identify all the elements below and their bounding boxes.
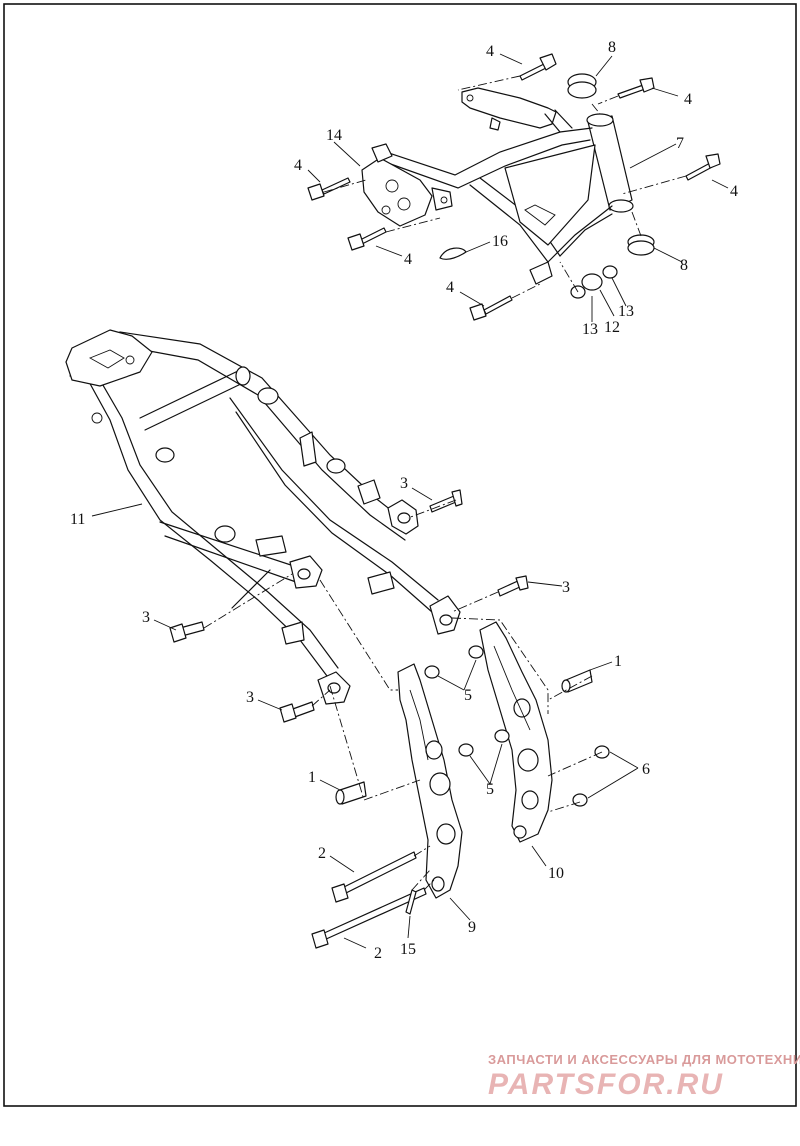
callout-4-bottom: 4 — [446, 279, 454, 296]
callout-4-left: 4 — [294, 157, 302, 174]
callout-12: 12 — [604, 319, 620, 336]
callout-5-upper: 5 — [464, 687, 472, 704]
callout-2-lower: 2 — [374, 945, 382, 962]
callout-8-bottom: 8 — [680, 257, 688, 274]
callout-7: 7 — [676, 135, 684, 152]
rear-subframe — [65, 329, 461, 705]
long-bolts — [311, 851, 427, 949]
right-frame-plate — [479, 621, 553, 843]
callout-2-upper: 2 — [318, 845, 326, 862]
callout-3-upper: 3 — [400, 475, 408, 492]
watermark-logo: PARTSFOR.RU — [488, 1068, 724, 1101]
callout-3-lower: 3 — [246, 689, 254, 706]
callout-4-mid: 4 — [404, 251, 412, 268]
callout-15: 15 — [400, 941, 416, 958]
callout-3-left: 3 — [142, 609, 150, 626]
callout-13-left: 13 — [582, 321, 598, 338]
diagram-border — [3, 3, 797, 1107]
nuts-and-bushes — [335, 645, 610, 807]
callout-13-right: 13 — [618, 303, 634, 320]
bolts-3 — [169, 489, 529, 723]
callout-4-top: 4 — [486, 43, 494, 60]
callout-10: 10 — [548, 865, 564, 882]
callout-8-top: 8 — [608, 39, 616, 56]
front-frame-section — [361, 87, 634, 285]
callout-3-right: 3 — [562, 579, 570, 596]
callout-11: 11 — [70, 511, 85, 528]
callout-numbers: 1 1 2 2 3 3 3 3 4 4 4 4 4 4 5 5 6 7 8 8 … — [70, 39, 738, 962]
assembly-lines — [203, 75, 687, 891]
watermark: ЗАПЧАСТИ И АКСЕССУАРЫ ДЛЯ МОТОТЕХНИКИ PA… — [488, 1052, 800, 1101]
callout-6: 6 — [642, 761, 650, 778]
callout-1-upper: 1 — [614, 653, 622, 670]
watermark-tagline: ЗАПЧАСТИ И АКСЕССУАРЫ ДЛЯ МОТОТЕХНИКИ — [488, 1052, 800, 1067]
leader-lines — [91, 53, 729, 949]
callout-4-top-right: 4 — [684, 91, 692, 108]
callout-9: 9 — [468, 919, 476, 936]
callout-16: 16 — [492, 233, 508, 250]
bearings-and-spacers — [439, 73, 655, 299]
callout-5-lower: 5 — [486, 781, 494, 798]
callout-4-right: 4 — [730, 183, 738, 200]
callout-14: 14 — [326, 127, 342, 144]
callout-1-lower: 1 — [308, 769, 316, 786]
bolts-4 — [307, 53, 721, 321]
left-frame-plate — [397, 663, 463, 899]
